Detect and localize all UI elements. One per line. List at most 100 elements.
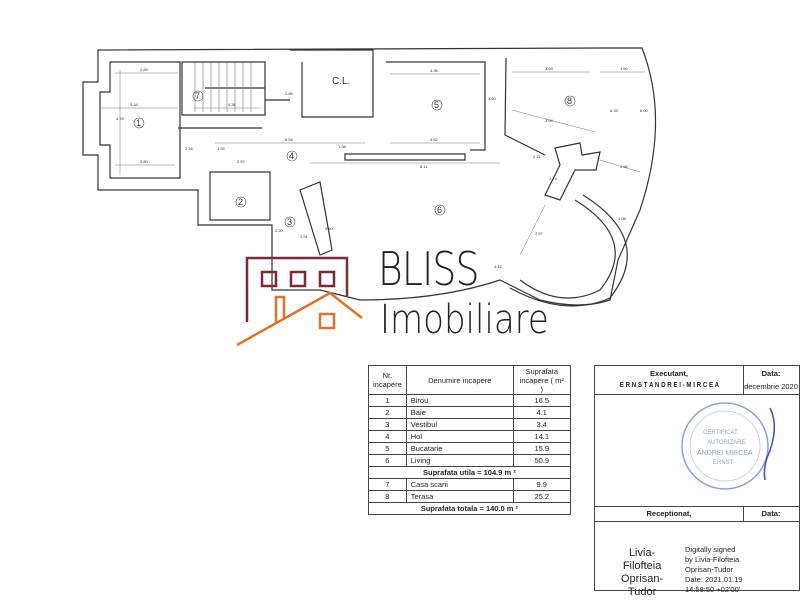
dim-label: 2.97 xyxy=(535,231,544,236)
receptionat-row: Receptionat, Data: xyxy=(595,506,799,522)
cell-name: Terasa xyxy=(405,490,514,503)
stamp-seal: CERTIFICAT AUTORIZARE ANDREI MIRCEA ERNS… xyxy=(681,402,776,490)
dim-label: 1.08 xyxy=(618,216,627,221)
dim-label: 3.60 xyxy=(325,226,334,231)
cell-name: Birou xyxy=(405,394,514,407)
cell-area: 3.4 xyxy=(512,418,571,431)
dim-label: 2.85 xyxy=(285,91,294,96)
cell-name: Bucatarie xyxy=(405,442,514,455)
cell-name: Baie xyxy=(405,406,514,419)
cell-nr: 1 xyxy=(368,394,407,407)
data-value: decembrie 2020 xyxy=(744,382,798,391)
dim-label: 6.00 xyxy=(640,108,649,113)
executant-label: Executant, xyxy=(650,369,688,378)
roof-icon xyxy=(236,291,363,347)
table-header: Nr. incapere Denumire incapere Suprafata… xyxy=(368,365,571,395)
room-number: 1 xyxy=(136,118,141,128)
digital-signature: Livia- Filofteia Oprisan- Tudor Digitall… xyxy=(595,521,799,598)
room-area-table: Nr. incapere Denumire incapere Suprafata… xyxy=(368,365,571,515)
dim-label: 1.66 xyxy=(620,164,629,169)
room-number: 8 xyxy=(567,96,572,106)
cell-name: Casa scarii xyxy=(405,478,514,491)
svg-text:CERTIFICAT: CERTIFICAT xyxy=(703,430,738,436)
dim-label: 2.20 xyxy=(275,228,284,233)
signer-line: Filofteia xyxy=(622,560,662,572)
cell-name: Living xyxy=(405,454,514,467)
data-cell: Data: decembrie 2020 xyxy=(743,366,799,394)
stairs xyxy=(194,62,265,112)
walls xyxy=(82,47,657,307)
dim-label: 4.82 xyxy=(430,137,439,142)
sig-line: by Livia-Filofteia xyxy=(685,555,740,564)
cell-nr: 5 xyxy=(368,442,407,455)
room-number: 4 xyxy=(289,151,294,161)
dim-label: 4.36 xyxy=(430,68,439,73)
floor-plan: 2.69 5.34 4.78 3.80 2.16 4.36 2.85 6.54 … xyxy=(82,47,657,307)
cell-area: 9.9 xyxy=(512,478,571,491)
dim-label: 1.74 xyxy=(549,176,558,181)
executant-name: E R N S T A N D R E I - M I R C E A xyxy=(619,382,719,389)
dim-label: 1.38 xyxy=(338,144,347,149)
dim-label: 1.91 xyxy=(300,234,309,239)
dim-label: 1.60 xyxy=(620,66,629,71)
cell-name: Vestibul xyxy=(405,418,514,431)
dim-label: 2.16 xyxy=(185,146,194,151)
logo-brand: BLISS xyxy=(378,242,479,296)
sig-line: Oprisan-Tudor xyxy=(685,565,734,574)
dim-label: 5.34 xyxy=(130,102,139,107)
signature-block: Executant, E R N S T A N D R E I - M I R… xyxy=(594,365,800,598)
cell-area: 16.5 xyxy=(512,394,571,407)
dim-label: 3.80 xyxy=(140,159,149,164)
cell-area: 15.9 xyxy=(512,442,571,455)
dimension-lines xyxy=(100,70,645,256)
dim-label: 2.57 xyxy=(237,159,246,164)
signer-name: Livia- Filofteia Oprisan- Tudor xyxy=(621,547,663,599)
cell-area: 4.1 xyxy=(512,406,571,419)
dim-label: 2.11 xyxy=(533,154,541,159)
cell-nr: 4 xyxy=(368,430,407,443)
signer-line: Oprisan- xyxy=(621,573,664,585)
dimension-labels: 2.69 5.34 4.78 3.80 2.16 4.36 2.85 6.54 … xyxy=(116,66,649,269)
subtotal: Suprafata utila = 104.9 m ² xyxy=(368,466,571,479)
executant-cell: Executant, E R N S T A N D R E I - M I R… xyxy=(595,366,744,394)
receptionat-label: Receptionat, xyxy=(595,507,744,521)
dim-label: 4.36 xyxy=(228,102,237,107)
sig-line: 14:58:50 +02'00' xyxy=(685,585,741,594)
cell-nr: 6 xyxy=(368,454,407,467)
col-header-area: Suprafata incapere ( m² ) xyxy=(512,365,571,395)
logo-subtitle: Imobiliare xyxy=(380,297,549,343)
dim-label: 3.69 xyxy=(545,66,554,71)
sig-line: Date: 2021.01.19 xyxy=(685,575,743,584)
cell-nr: 3 xyxy=(368,418,407,431)
cell-nr: 2 xyxy=(368,406,407,419)
signer-line: Tudor xyxy=(627,586,657,598)
dim-label: 2.69 xyxy=(140,67,149,72)
sig-line: Digitally signed xyxy=(685,545,736,554)
room-number: 5 xyxy=(434,100,439,110)
dim-label: 3.94 xyxy=(545,118,554,123)
cell-nr: 8 xyxy=(368,490,407,503)
dim-label: 8.11 xyxy=(420,164,428,169)
handwritten-signature xyxy=(763,407,776,481)
room-number: 7 xyxy=(195,91,200,101)
dim-label: 6.54 xyxy=(285,137,294,142)
col-header-nr: Nr. incapere xyxy=(368,365,407,395)
svg-text:ERNST: ERNST xyxy=(713,460,734,466)
col-header-name: Denumire incapere xyxy=(405,365,514,395)
data-label: Data: xyxy=(761,369,781,378)
bliss-logo xyxy=(236,256,363,347)
digital-signature-details: Digitally signed by Livia-Filofteia Opri… xyxy=(685,545,743,595)
cell-area: 25.2 xyxy=(512,490,571,503)
room-labels: 1 2 3 4 5 6 7 8 C.L. xyxy=(133,76,576,228)
house-icon xyxy=(245,256,349,322)
dim-label: 6.33 xyxy=(610,108,619,113)
cell-area: 14.1 xyxy=(512,430,571,443)
svg-text:AUTORIZARE: AUTORIZARE xyxy=(707,440,746,446)
cell-nr: 7 xyxy=(368,478,407,491)
